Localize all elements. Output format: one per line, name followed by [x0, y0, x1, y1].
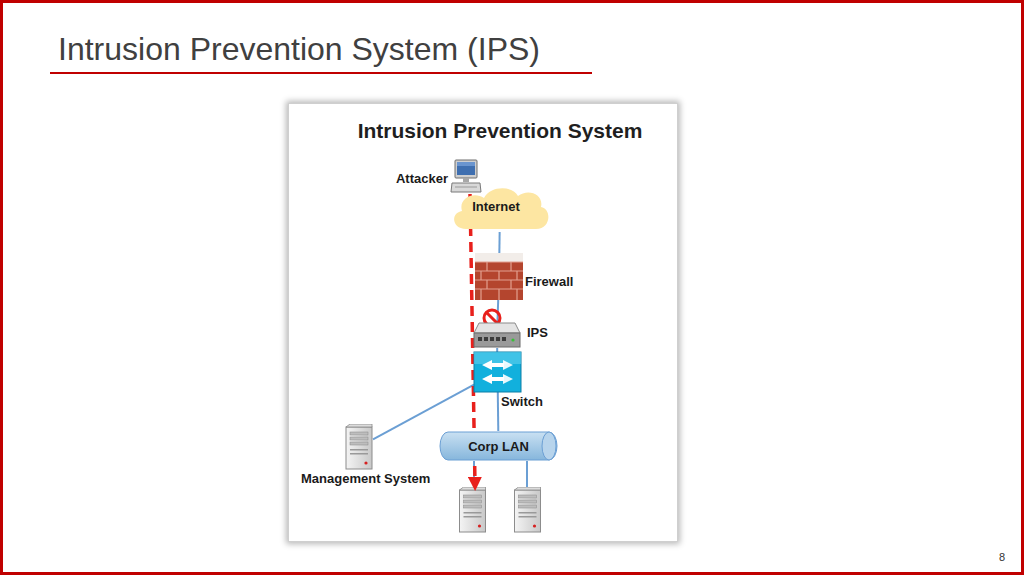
network-switch-outline [474, 352, 521, 392]
shape-part [474, 352, 521, 392]
shape-part [480, 271, 481, 280]
shape-part [516, 289, 517, 300]
network-link [498, 232, 500, 253]
node-label: IPS [527, 325, 567, 340]
shape-part [474, 352, 521, 364]
shape-part [486, 280, 487, 289]
slide-title: Intrusion Prevention System (IPS) [58, 30, 540, 68]
shape-part [498, 271, 499, 280]
firewall-wall-outline [475, 253, 523, 300]
corp-lan-band: Corp LAN [440, 431, 557, 461]
shape-part [480, 289, 481, 300]
attacker-computer-outline [451, 160, 481, 193]
attack-path [470, 194, 475, 484]
network-link [496, 348, 498, 352]
shape-part [451, 183, 481, 192]
network-switch: Switch [474, 352, 521, 392]
shape-part [454, 188, 548, 229]
shape-part [491, 374, 513, 384]
shape-part [491, 360, 513, 370]
block-symbol [484, 310, 500, 326]
shape-part [490, 337, 494, 341]
network-link [497, 392, 500, 431]
shape-part [484, 337, 488, 341]
title-underline [50, 72, 592, 74]
ips-device: IPS [474, 323, 520, 348]
shape-part [511, 338, 514, 341]
shape-part [516, 271, 517, 280]
shape-part [478, 337, 506, 341]
network-link [373, 385, 474, 440]
attacker-computer: Attacker [451, 160, 481, 193]
firewall-wall: Firewall [475, 253, 523, 300]
shape-part [502, 337, 506, 341]
shape-part [482, 360, 513, 384]
shape-part [496, 337, 500, 341]
shape-part [474, 323, 520, 333]
shape-part [475, 253, 523, 300]
shape-part [457, 162, 475, 175]
management-server: Management System [345, 424, 373, 470]
shape-part [463, 178, 469, 182]
shape-part [542, 432, 556, 460]
node-label: Management System [301, 471, 451, 486]
shape-part [475, 262, 523, 300]
block-symbol-slash [487, 313, 498, 324]
shape-part [498, 289, 499, 300]
shape-part [510, 262, 511, 271]
lan-wire [526, 461, 528, 488]
shape-part [474, 333, 520, 347]
node-label: Switch [501, 394, 571, 409]
figure-title: Intrusion Prevention System [330, 118, 670, 143]
shape-part [510, 280, 511, 289]
shape-part [478, 337, 482, 341]
shape-part [440, 432, 557, 460]
ips-device-outline [474, 323, 520, 348]
shape-part [346, 424, 372, 469]
node-label: Corp LAN [440, 439, 557, 454]
shape-part [455, 160, 477, 178]
node-label: Attacker [391, 171, 448, 186]
shape-part [457, 162, 475, 166]
shape-part [475, 261, 523, 262]
shape-part [486, 262, 487, 271]
management-server-outline [345, 424, 373, 470]
network-link [496, 300, 499, 323]
server-icon [515, 487, 541, 532]
page-number: 8 [985, 551, 1005, 564]
lan-wire [473, 461, 475, 488]
node-label: Firewall [525, 274, 595, 289]
shape-part [475, 253, 523, 262]
node-label: Internet [454, 199, 538, 214]
server-icon [460, 487, 486, 532]
shape-part [455, 187, 477, 188]
